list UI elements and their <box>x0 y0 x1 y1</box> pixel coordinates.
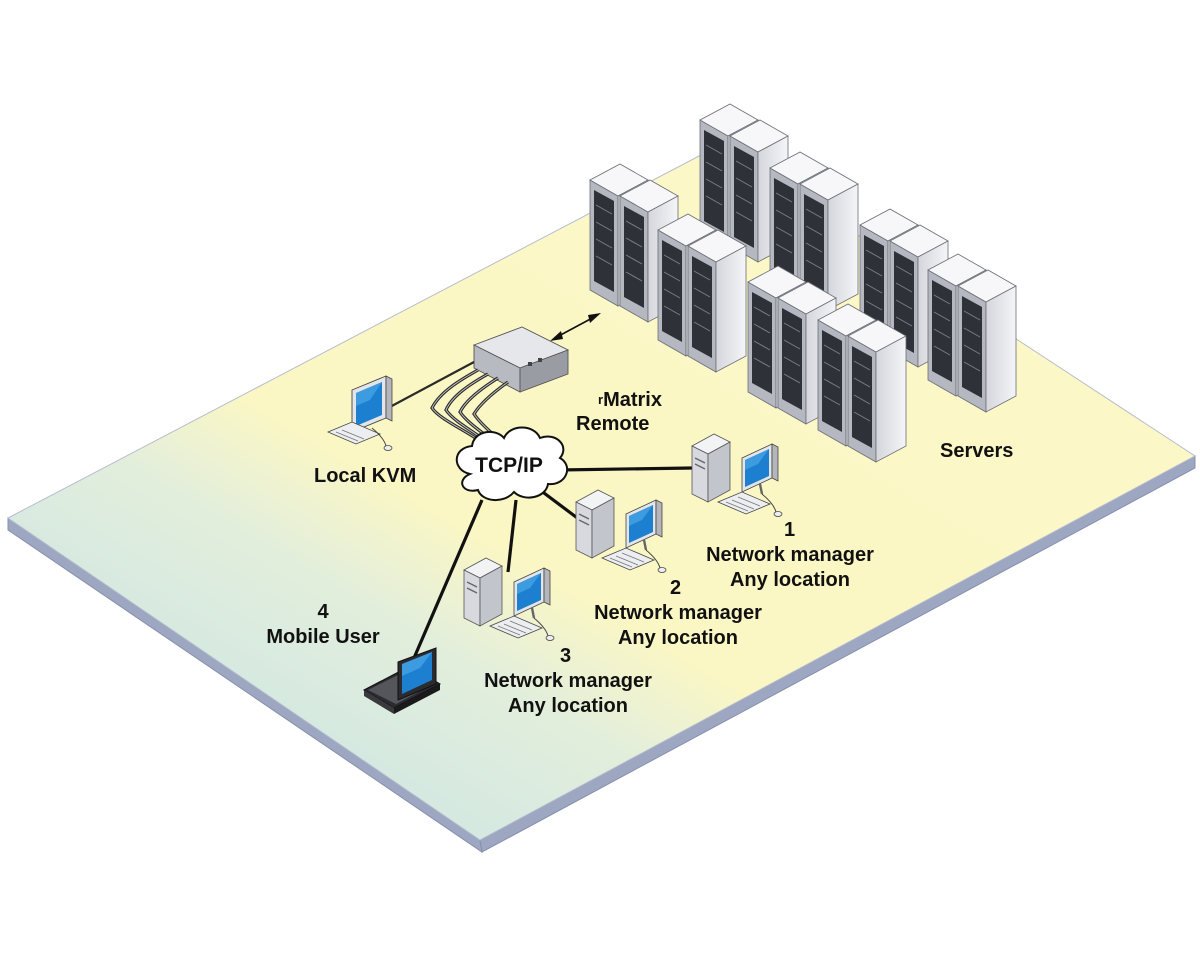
servers-label: Servers <box>940 440 1013 462</box>
tcp-ip-cloud: TCP/IP <box>455 426 569 501</box>
link-manager-3 <box>506 499 518 573</box>
manager-2-title: Network manager <box>594 602 762 624</box>
manager-1-subtitle: Any location <box>730 569 850 591</box>
double-arrow-icon <box>550 313 601 341</box>
laptop-icon <box>362 647 442 714</box>
labels: rMatrix Remote Servers Local KVM 1 Netwo… <box>266 389 1013 717</box>
cloud-label: TCP/IP <box>475 454 543 477</box>
mobile-user-number: 4 <box>317 601 329 623</box>
matrix-label: rMatrix <box>598 389 662 411</box>
local-kvm-console <box>326 361 475 451</box>
manager-2-number: 2 <box>670 577 681 599</box>
network-links <box>412 466 693 659</box>
matrix-line1: Matrix <box>603 389 662 411</box>
matrix-prefix: r <box>598 392 603 407</box>
manager-3-title: Network manager <box>484 670 652 692</box>
link-mobile-user <box>412 499 484 659</box>
manager-2-subtitle: Any location <box>618 627 738 649</box>
mobile-user-title: Mobile User <box>266 626 380 648</box>
matrix-remote-label: Remote <box>576 413 649 435</box>
manager-3-subtitle: Any location <box>508 695 628 717</box>
manager-1-title: Network manager <box>706 544 874 566</box>
manager-3-number: 3 <box>560 645 571 667</box>
link-manager-2 <box>539 488 581 522</box>
local-kvm-label: Local KVM <box>314 465 416 487</box>
manager-1-number: 1 <box>784 519 795 541</box>
kvm-switch <box>472 326 570 393</box>
link-manager-1 <box>557 466 693 472</box>
